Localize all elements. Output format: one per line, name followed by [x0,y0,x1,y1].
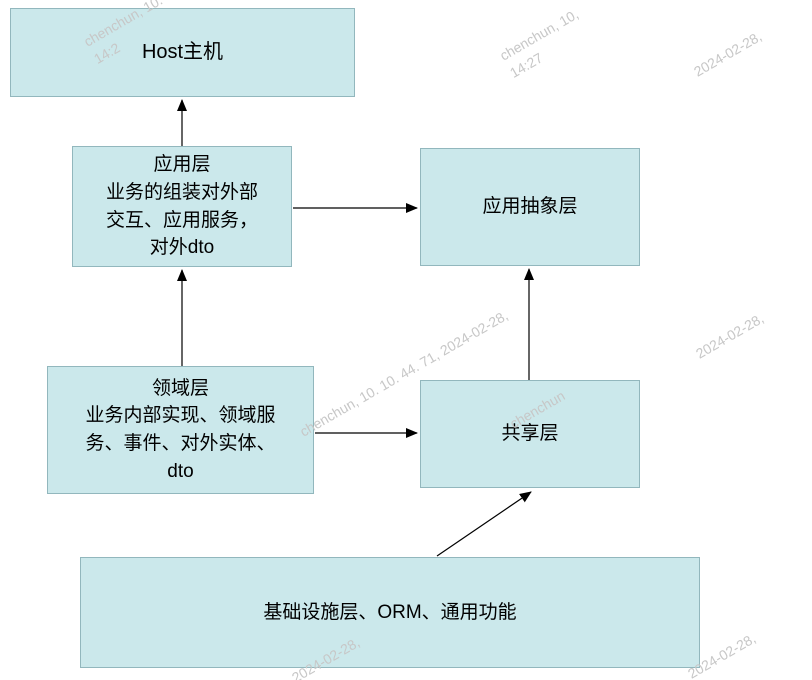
node-domain-layer-label: 领域层 业务内部实现、领域服 务、事件、对外实体、 dto [85,377,276,482]
node-application-layer: 应用层 业务的组装对外部 交互、应用服务， 对外dto [72,146,292,267]
watermark-text: 2024-02-28, [693,309,767,362]
node-shared-layer-label: 共享层 [501,423,559,445]
node-shared-layer: 共享层 [420,380,640,488]
node-infrastructure-layer-label: 基础设施层、ORM、通用功能 [263,601,517,623]
watermark-text: chenchun, 10, 14:27 [497,5,582,82]
arrow-infrastructure-to-shared [436,491,532,557]
node-application-abstract-layer: 应用抽象层 [420,148,640,266]
node-host-label: Host主机 [141,41,224,63]
node-application-abstract-layer-label: 应用抽象层 [482,196,578,218]
watermark-text: 2024-02-28, [691,27,765,80]
node-host: Host主机 [10,8,355,97]
node-domain-layer: 领域层 业务内部实现、领域服 务、事件、对外实体、 dto [47,366,314,494]
node-infrastructure-layer: 基础设施层、ORM、通用功能 [80,557,700,668]
node-application-layer-label: 应用层 业务的组装对外部 交互、应用服务， 对外dto [105,154,258,259]
